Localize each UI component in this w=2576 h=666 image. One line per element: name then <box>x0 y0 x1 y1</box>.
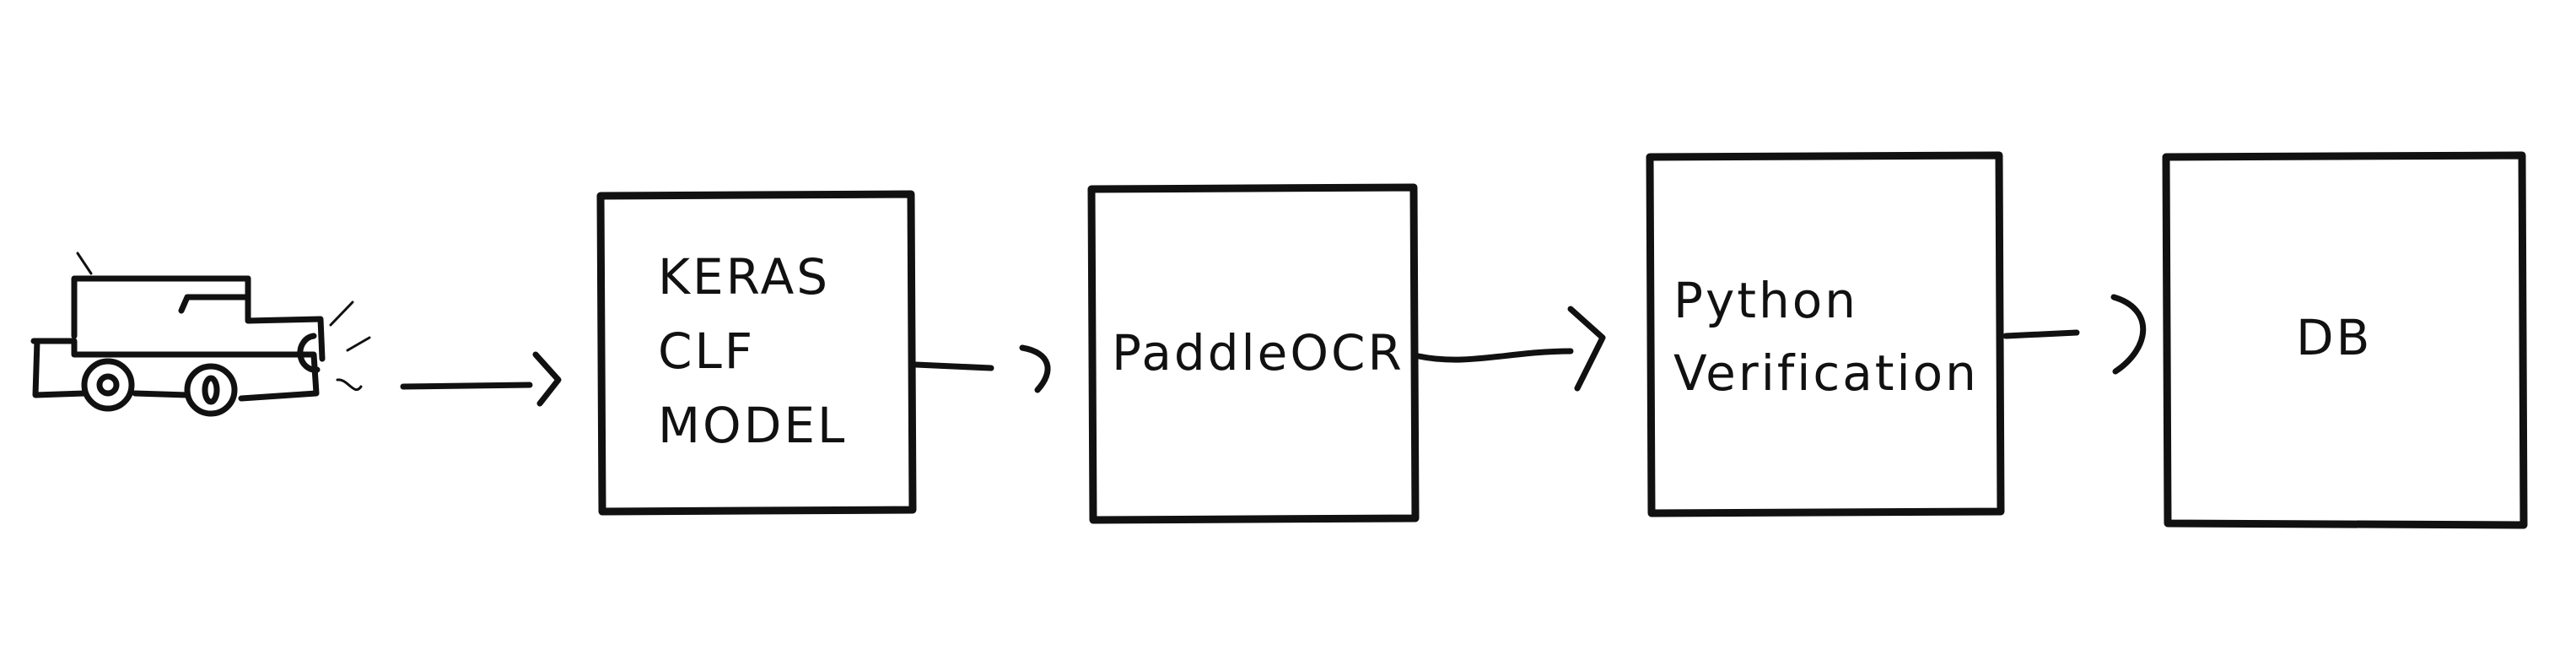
arrow-vehicle-to-keras <box>400 351 562 407</box>
node-db: DB <box>2162 151 2528 529</box>
node-python: Python Verification <box>1646 151 2005 517</box>
node-paddle: PaddleOCR <box>1087 183 1420 524</box>
vehicle-icon <box>30 252 371 417</box>
node-keras-line-2: CLF <box>658 322 755 380</box>
node-paddle-label: PaddleOCR <box>1112 324 1404 382</box>
arrow-keras-to-paddle <box>913 344 1051 393</box>
arrow-python-to-db <box>2002 294 2147 375</box>
node-keras-line-1: KERAS <box>658 248 830 306</box>
arrow-paddle-to-python <box>1415 306 1606 392</box>
node-keras-line-3: MODEL <box>658 397 847 454</box>
node-keras: KERAS CLF MODEL <box>596 190 917 516</box>
node-python-line-2: Verification <box>1673 344 1979 402</box>
node-python-line-1: Python <box>1673 272 1858 329</box>
node-db-label: DB <box>2296 309 2372 366</box>
